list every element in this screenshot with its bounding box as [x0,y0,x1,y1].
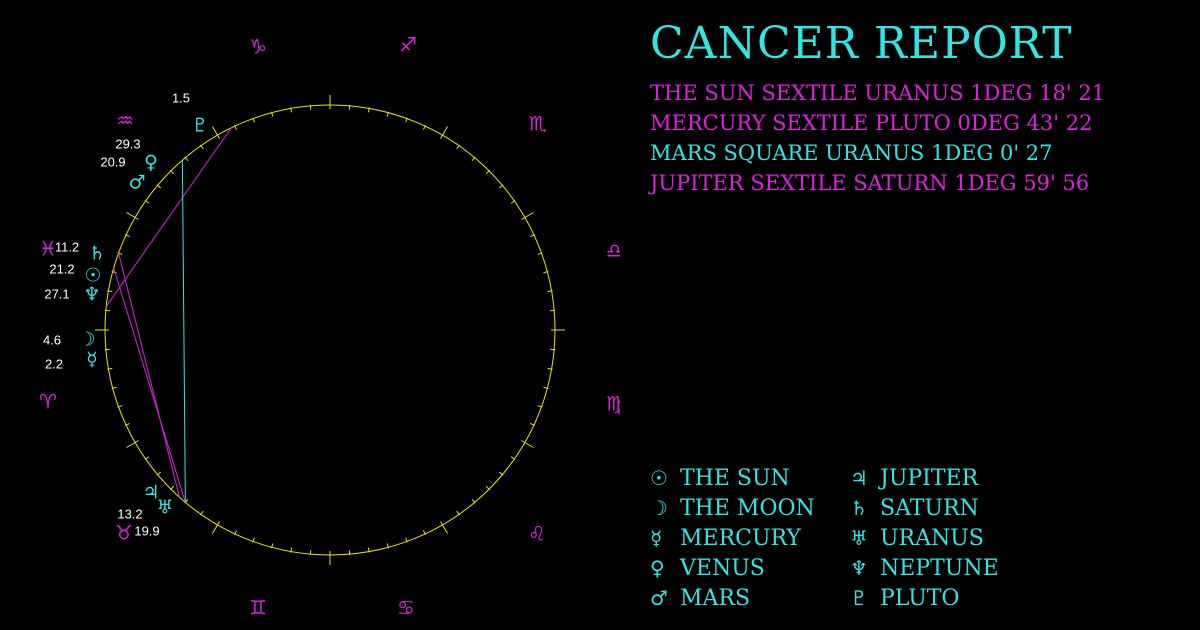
chart-circle [104,104,556,556]
legend-label: MERCURY [680,526,801,551]
saturn-icon: ♄ [850,496,868,520]
gemini-sign-icon: ♊ [249,596,267,620]
aspect-list: THE SUN SEXTILE URANUS 1DEG 18' 21 MERCU… [650,78,1105,198]
legend-label: SATURN [880,496,979,521]
mercury-icon: ☿ [86,349,98,371]
legend-label: THE SUN [680,466,790,491]
page-title: CANCER REPORT [650,18,1073,69]
legend-label: JUPITER [880,466,979,491]
venus-icon: ♀ [144,152,158,174]
zodiac-signs: ♈ ♉ ♊ ♋ ♌ ♍ ♎ ♏ ♐ ♑ ♒ ♓ [39,33,620,620]
legend-item-saturn: ♄ SATURN [850,496,979,526]
leo-sign-icon: ♌ [528,522,546,546]
uranus-degree-label: 19.9 [134,523,159,538]
pluto-icon: ♇ [850,586,868,610]
uranus-icon: ♅ [156,497,173,519]
wheel-tick [212,126,220,139]
pluto-icon: ♇ [191,115,208,137]
libra-sign-icon: ♎ [606,239,620,263]
sun-icon: ☉ [84,265,101,287]
legend-item-uranus: ♅ URANUS [850,526,984,556]
wheel-ticks [95,95,565,565]
uranus-icon: ♅ [850,526,868,550]
legend-item-mars: ♂ MARS [650,586,750,616]
planet-markers: ♇1.5 ♀ 29.3 ♂20.9 ♄ 11.2 ☉ 21.2 ♆ 27.1 ☽ 4.6 ☿ 2.2 ♃13… [43,90,209,538]
legend-item-mercury: ☿ MERCURY [650,526,801,556]
sagittarius-sign-icon: ♐ [399,33,417,57]
moon-icon: ☽ [650,496,668,520]
sun-icon: ☉ [650,466,668,490]
wheel-tick [212,521,220,534]
saturn-degree-label: 11.2 [55,239,79,254]
aspect-item: MERCURY SEXTILE PLUTO 0DEG 43' 22 [650,111,1093,135]
sun-degree-label: 21.2 [49,261,74,276]
jupiter-icon: ♃ [850,466,868,490]
saturn-icon: ♄ [88,243,105,265]
venus-icon: ♀ [650,556,665,580]
aspect-line-mercury-pluto [105,127,232,307]
aspect-lines [105,127,232,503]
pluto-degree-label: 1.5 [172,90,190,105]
legend-item-jupiter: ♃ JUPITER [850,466,978,496]
pisces-sign-icon: ♓ [39,237,57,261]
legend-label: VENUS [680,556,765,581]
scorpio-sign-icon: ♏ [529,112,547,136]
cancer-sign-icon: ♋ [397,596,415,620]
wheel-tick [521,440,534,448]
mercury-icon: ☿ [650,526,663,550]
moon-degree-label: 4.6 [43,332,61,347]
neptune-degree-label: 27.1 [44,286,69,301]
legend-label: PLUTO [880,586,960,611]
aspect-item: MARS SQUARE URANUS 1DEG 0' 27 [650,141,1053,165]
venus-degree-label: 29.3 [115,136,140,151]
natal-chart-wheel: ♈ ♉ ♊ ♋ ♌ ♍ ♎ ♏ ♐ ♑ ♒ ♓ ♇1.5 ♀ 29.3 ♂20.9 ♄ 11.2 ☉ 21.2 ♆ 27… [39,33,620,620]
capricorn-sign-icon: ♑ [249,35,267,59]
mars-degree-label: 20.9 [100,154,125,169]
aspect-item: THE SUN SEXTILE URANUS 1DEG 18' 21 [650,81,1106,105]
neptune-icon: ♆ [83,284,100,306]
wheel-tick [440,521,448,534]
legend-item-pluto: ♇ PLUTO [850,586,959,616]
legend-item-neptune: ♆ NEPTUNE [850,556,999,586]
neptune-icon: ♆ [850,556,868,580]
mercury-degree-label: 2.2 [45,356,63,371]
aspect-line-mars-uranus [181,160,186,503]
aspect-line-jupiter-saturn [118,252,180,498]
legend-item-sun: ☉ THE SUN [650,466,790,496]
aspect-line-sun-uranus [113,267,186,503]
wheel-tick [440,126,448,139]
taurus-sign-icon: ♉ [115,521,133,545]
legend-label: URANUS [880,526,984,551]
wheel-tick [126,212,139,220]
mars-icon: ♂ [128,172,145,194]
aries-sign-icon: ♈ [39,390,57,414]
legend-label: MARS [680,586,751,611]
mars-icon: ♂ [650,586,668,610]
wheel-tick [126,440,139,448]
jupiter-icon: ♃ [142,482,159,504]
legend-item-moon: ☽ THE MOON [650,496,815,526]
legend-label: NEPTUNE [880,556,999,581]
aquarius-sign-icon: ♒ [116,109,134,133]
moon-icon: ☽ [78,329,95,351]
aspect-item: JUPITER SEXTILE SATURN 1DEG 59' 56 [650,171,1090,195]
wheel-tick [521,212,534,220]
jupiter-degree-label: 13.2 [117,506,142,521]
virgo-sign-icon: ♍ [606,392,620,416]
legend-label: THE MOON [680,496,815,521]
legend-item-venus: ♀ VENUS [650,556,765,586]
